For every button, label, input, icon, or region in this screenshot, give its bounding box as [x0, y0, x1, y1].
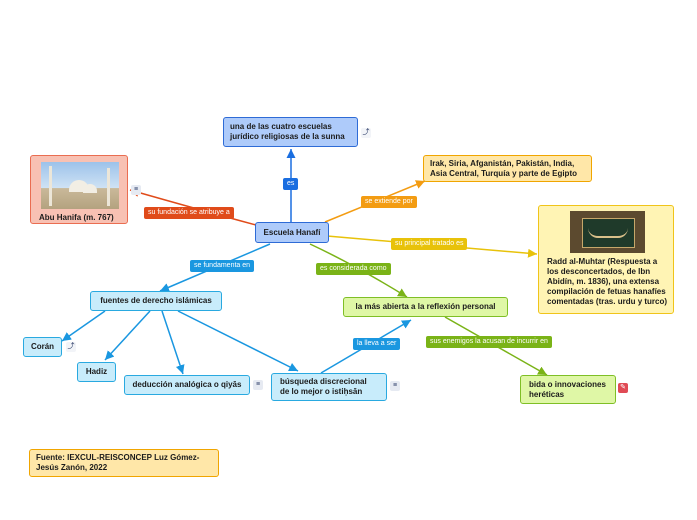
note-icon[interactable]: ≡ — [390, 381, 400, 391]
label-attributed: su fundación se atribuye a — [144, 207, 234, 220]
node-founder-text: Abu Hanifa (m. 767) — [39, 213, 114, 222]
node-center-text: Escuela Hanafí — [263, 227, 321, 237]
label-leads: la lleva a ser — [353, 338, 401, 351]
mosque-image — [41, 162, 119, 209]
node-coran-text: Corán — [30, 342, 55, 352]
node-founder[interactable]: Abu Hanifa (m. 767) — [30, 155, 128, 224]
node-bida[interactable]: bida o innovaciones heréticas — [520, 375, 616, 404]
label-based: se fundamenta en — [190, 260, 255, 273]
node-open-text: la más abierta a la reflexión personal — [355, 302, 496, 312]
label-es: es — [283, 178, 299, 191]
node-sources[interactable]: fuentes de derecho islámicas — [90, 291, 222, 311]
link-sources-istihsan — [177, 310, 299, 372]
node-treatise-text: Radd al-Muhtar (Respuesta a los desconce… — [547, 257, 668, 306]
node-sources-text: fuentes de derecho islámicas — [100, 296, 212, 306]
node-istihsan[interactable]: búsqueda discrecional de lo mejor o isti… — [271, 373, 387, 401]
note-icon[interactable]: ≡ — [131, 185, 141, 195]
node-countries-text: Irak, Siria, Afganistán, Pakistán, India… — [430, 158, 577, 178]
label-enemies: sus enemigos la acusan de incurrir en — [426, 336, 552, 349]
node-footer[interactable]: Fuente: IEXCUL-REISCONCEP Luz Gómez-Jesú… — [29, 449, 219, 477]
node-istihsan-text: búsqueda discrecional de lo mejor o isti… — [280, 377, 367, 396]
node-open[interactable]: la más abierta a la reflexión personal — [343, 297, 508, 317]
node-qiyas-text: deducción analógica o qiyās — [132, 380, 242, 390]
node-center[interactable]: Escuela Hanafí — [255, 222, 329, 243]
node-treatise[interactable]: Radd al-Muhtar (Respuesta a los desconce… — [538, 205, 674, 314]
node-countries[interactable]: Irak, Siria, Afganistán, Pakistán, India… — [423, 155, 592, 182]
label-extends: se extiende por — [361, 196, 417, 209]
note-icon[interactable]: ≡ — [253, 380, 263, 390]
node-top[interactable]: una de las cuatro escuelas jurídico reli… — [223, 117, 358, 147]
link-icon[interactable]: ⤴ — [66, 342, 76, 352]
node-bida-text: bida o innovaciones heréticas — [529, 379, 606, 399]
node-footer-text: Fuente: IEXCUL-REISCONCEP Luz Gómez-Jesú… — [36, 453, 200, 472]
node-top-text: una de las cuatro escuelas jurídico reli… — [230, 122, 345, 141]
link-icon[interactable]: ⤴ — [361, 128, 371, 138]
label-considered: es considerada como — [316, 263, 391, 276]
link-sources-hadiz — [104, 310, 151, 361]
tag-icon[interactable]: ✎ — [618, 383, 628, 393]
link-sources-coran — [61, 310, 106, 342]
node-qiyas[interactable]: deducción analógica o qiyās — [124, 375, 250, 395]
label-treatise: su principal tratado es — [391, 238, 468, 251]
node-coran[interactable]: Corán — [23, 337, 62, 357]
book-image — [570, 211, 645, 253]
node-hadiz-text: Hadiz — [85, 367, 108, 377]
link-sources-qiyas — [161, 310, 185, 375]
node-hadiz[interactable]: Hadiz — [77, 362, 116, 382]
